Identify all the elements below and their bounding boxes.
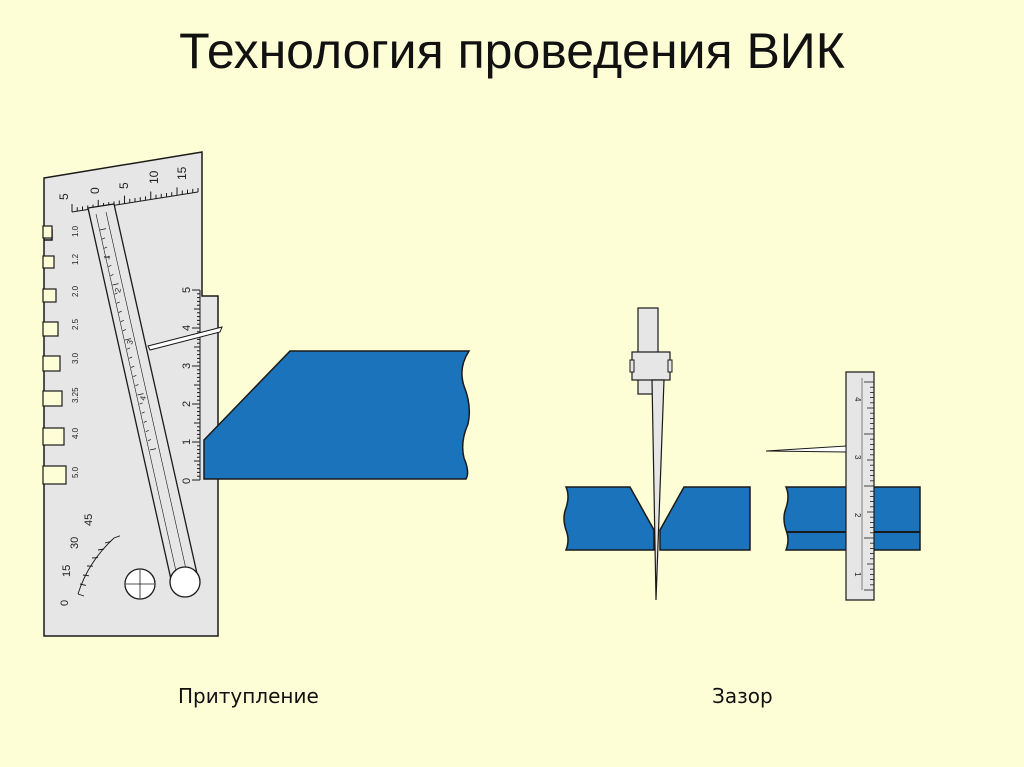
- arm-tick: [122, 329, 127, 332]
- beveled-workpiece: [203, 350, 471, 480]
- vert-label-4: 4: [181, 325, 193, 331]
- arm-tick: [120, 319, 124, 322]
- arm-tick: [106, 255, 110, 258]
- top-label-4: 10: [147, 170, 161, 184]
- vert-label-0: 0: [181, 478, 193, 484]
- vert-label-2: 2: [181, 401, 193, 407]
- vert-label-5: 5: [181, 287, 193, 293]
- arm-tick: [101, 237, 106, 240]
- angle-tick: [104, 540, 112, 544]
- vert-label-3: 3: [181, 363, 193, 369]
- arm-tick: [124, 338, 132, 341]
- top-label-2: 0: [88, 187, 102, 194]
- angle-scale-labels: 0 15 30 45: [59, 514, 95, 606]
- step-gap-ruler: 4 3 2 1: [845, 371, 875, 601]
- arm-tick: [110, 274, 114, 277]
- slide-title: Технология проведения ВИК: [179, 23, 845, 79]
- left-vplate: [563, 486, 655, 551]
- left-label-6: 3.25: [71, 387, 80, 403]
- arm-tick: [149, 448, 157, 451]
- taper-gap-gauge: [629, 307, 673, 601]
- arm-label-4: 4: [138, 395, 148, 402]
- arm-label-1: 1: [102, 254, 112, 261]
- angle-label-30: 30: [69, 537, 81, 549]
- gauge-notches: [42, 225, 67, 485]
- arm-tick: [114, 292, 118, 295]
- left-label-7: 4.0: [71, 427, 80, 439]
- arm-tick: [126, 347, 131, 350]
- left-column-scale: 1.0 1.2 2.0 2.5 3.0 3.25 4.0 5.0: [71, 225, 80, 478]
- arm-tick: [133, 374, 137, 377]
- step-label-4: 4: [853, 397, 862, 402]
- step-label-3: 3: [853, 455, 862, 460]
- angle-tick: [97, 548, 105, 551]
- caption-gap: Зазор: [712, 684, 773, 708]
- arm-tick: [104, 246, 108, 249]
- left-label-5: 3.0: [71, 352, 80, 364]
- arm-tick: [139, 402, 143, 405]
- vert-label-1: 1: [181, 439, 193, 445]
- left-label-4: 2.5: [71, 318, 80, 330]
- angle-tick: [82, 574, 90, 577]
- caption-bevel-root: Притупление: [178, 684, 319, 708]
- left-label-1: 1.0: [71, 225, 80, 237]
- arm-tick: [112, 283, 119, 286]
- arm-tick: [145, 429, 149, 432]
- arm-label-2: 2: [113, 287, 123, 294]
- top-scale-labels: 5 0 5 10 15: [57, 166, 189, 200]
- angle-label-15: 15: [61, 565, 73, 577]
- arm-tick: [135, 384, 139, 387]
- angle-tick: [79, 583, 87, 586]
- vertical-scale: [192, 289, 201, 481]
- left-label-3: 2.0: [71, 285, 80, 297]
- left-label-2: 1.2: [71, 253, 80, 265]
- pivot-hole-left: [124, 568, 156, 600]
- sliding-arm: 1 2 3 4: [87, 203, 199, 585]
- arm-tick: [99, 228, 107, 231]
- angle-label-0: 0: [59, 600, 71, 606]
- pivot-hole-right: [169, 566, 201, 598]
- left-label-8: 5.0: [71, 466, 80, 478]
- angle-tick: [113, 535, 121, 539]
- arm-label-3: 3: [125, 339, 135, 346]
- arm-tick: [141, 411, 145, 414]
- step-label-1: 1: [853, 572, 862, 577]
- arm-tick: [143, 420, 147, 423]
- angle-tick: [77, 593, 85, 597]
- angle-label-45: 45: [83, 514, 95, 526]
- bevel-gauge: 1.0 1.2 2.0 2.5 3.0 3.25 4.0 5.0 5 0 5 1…: [42, 151, 223, 637]
- top-label-5: 15: [175, 166, 189, 180]
- top-label-3: 5: [117, 182, 131, 189]
- arm-tick: [108, 264, 112, 267]
- step-label-2: 2: [853, 513, 862, 518]
- gauge-needle: [147, 326, 223, 351]
- arm-tick: [147, 439, 152, 442]
- vertical-scale-labels: 0 1 2 3 4 5: [181, 287, 193, 484]
- arm-tick: [131, 365, 135, 368]
- arm-tick: [116, 301, 120, 304]
- arm-tick: [129, 356, 133, 359]
- angle-scale: [77, 535, 121, 597]
- top-label-1: 5: [57, 193, 71, 200]
- gap-needle: [765, 445, 847, 453]
- arm-tick: [118, 310, 122, 313]
- right-vplate: [659, 486, 751, 551]
- arm-tick: [137, 393, 144, 396]
